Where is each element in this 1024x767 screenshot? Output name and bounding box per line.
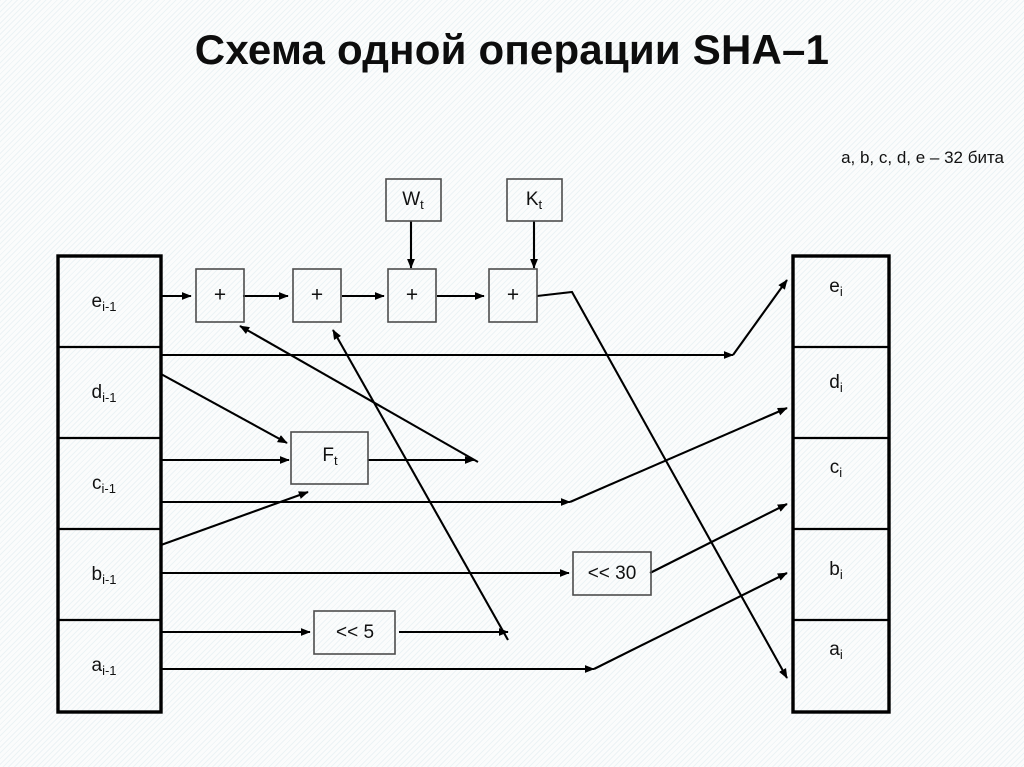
box-ft: Ft	[290, 431, 369, 485]
wire-shl30-to-c-out	[649, 503, 788, 574]
operator-box-layer: Wt Kt + + +	[195, 178, 652, 655]
box-add4-label: +	[507, 284, 519, 307]
register-cell-c-in: ci-1	[92, 473, 116, 496]
wire-d-in-to-ft	[160, 373, 288, 444]
box-kt: Kt	[506, 178, 563, 222]
box-add3: +	[387, 268, 437, 323]
register-cell-e-in: ei-1	[91, 291, 116, 314]
wire-layer	[160, 221, 788, 679]
wire-to-d-out	[569, 407, 788, 503]
box-add1: +	[195, 268, 245, 323]
bit-width-note: a, b, c, d, e – 32 бита	[841, 148, 1004, 167]
output-register: ei di ci bi ai	[791, 254, 891, 714]
box-add4: +	[488, 268, 538, 323]
wire-to-e-out	[732, 279, 788, 356]
page-title: Схема одной операции SHA–1	[194, 26, 830, 73]
box-shift-left-5: << 5	[313, 610, 396, 655]
wire-add4-to-a-out	[536, 290, 788, 679]
box-shift-left-30: << 30	[572, 551, 652, 596]
register-cell-d-out: di	[829, 372, 843, 395]
register-cell-b-out: bi	[829, 559, 843, 582]
wire-b-in-to-ft	[160, 491, 309, 546]
box-shift-left-5-label: << 5	[336, 622, 374, 643]
register-cell-d-in: di-1	[91, 382, 116, 405]
wire-ft-to-add1	[239, 325, 479, 463]
box-add2-label: +	[311, 284, 323, 307]
wire-to-b-out	[593, 572, 788, 670]
box-wt-label: Wt	[402, 189, 424, 212]
register-cell-b-in: bi-1	[91, 564, 116, 587]
box-kt-label: Kt	[526, 189, 543, 212]
box-wt: Wt	[385, 178, 442, 222]
register-cell-a-in: ai-1	[91, 655, 116, 678]
register-cell-e-out: ei	[829, 276, 843, 299]
register-cell-a-out: ai	[829, 639, 843, 662]
box-add1-label: +	[214, 284, 226, 307]
wire-shl5-to-add2	[332, 329, 509, 641]
box-add2: +	[292, 268, 342, 323]
box-add3-label: +	[406, 284, 418, 307]
box-ft-label: Ft	[322, 445, 338, 468]
box-shift-left-30-label: << 30	[588, 563, 637, 584]
register-cell-c-out: ci	[830, 457, 843, 480]
input-register: ei-1 di-1 ci-1 bi-1 ai-1	[56, 254, 163, 714]
